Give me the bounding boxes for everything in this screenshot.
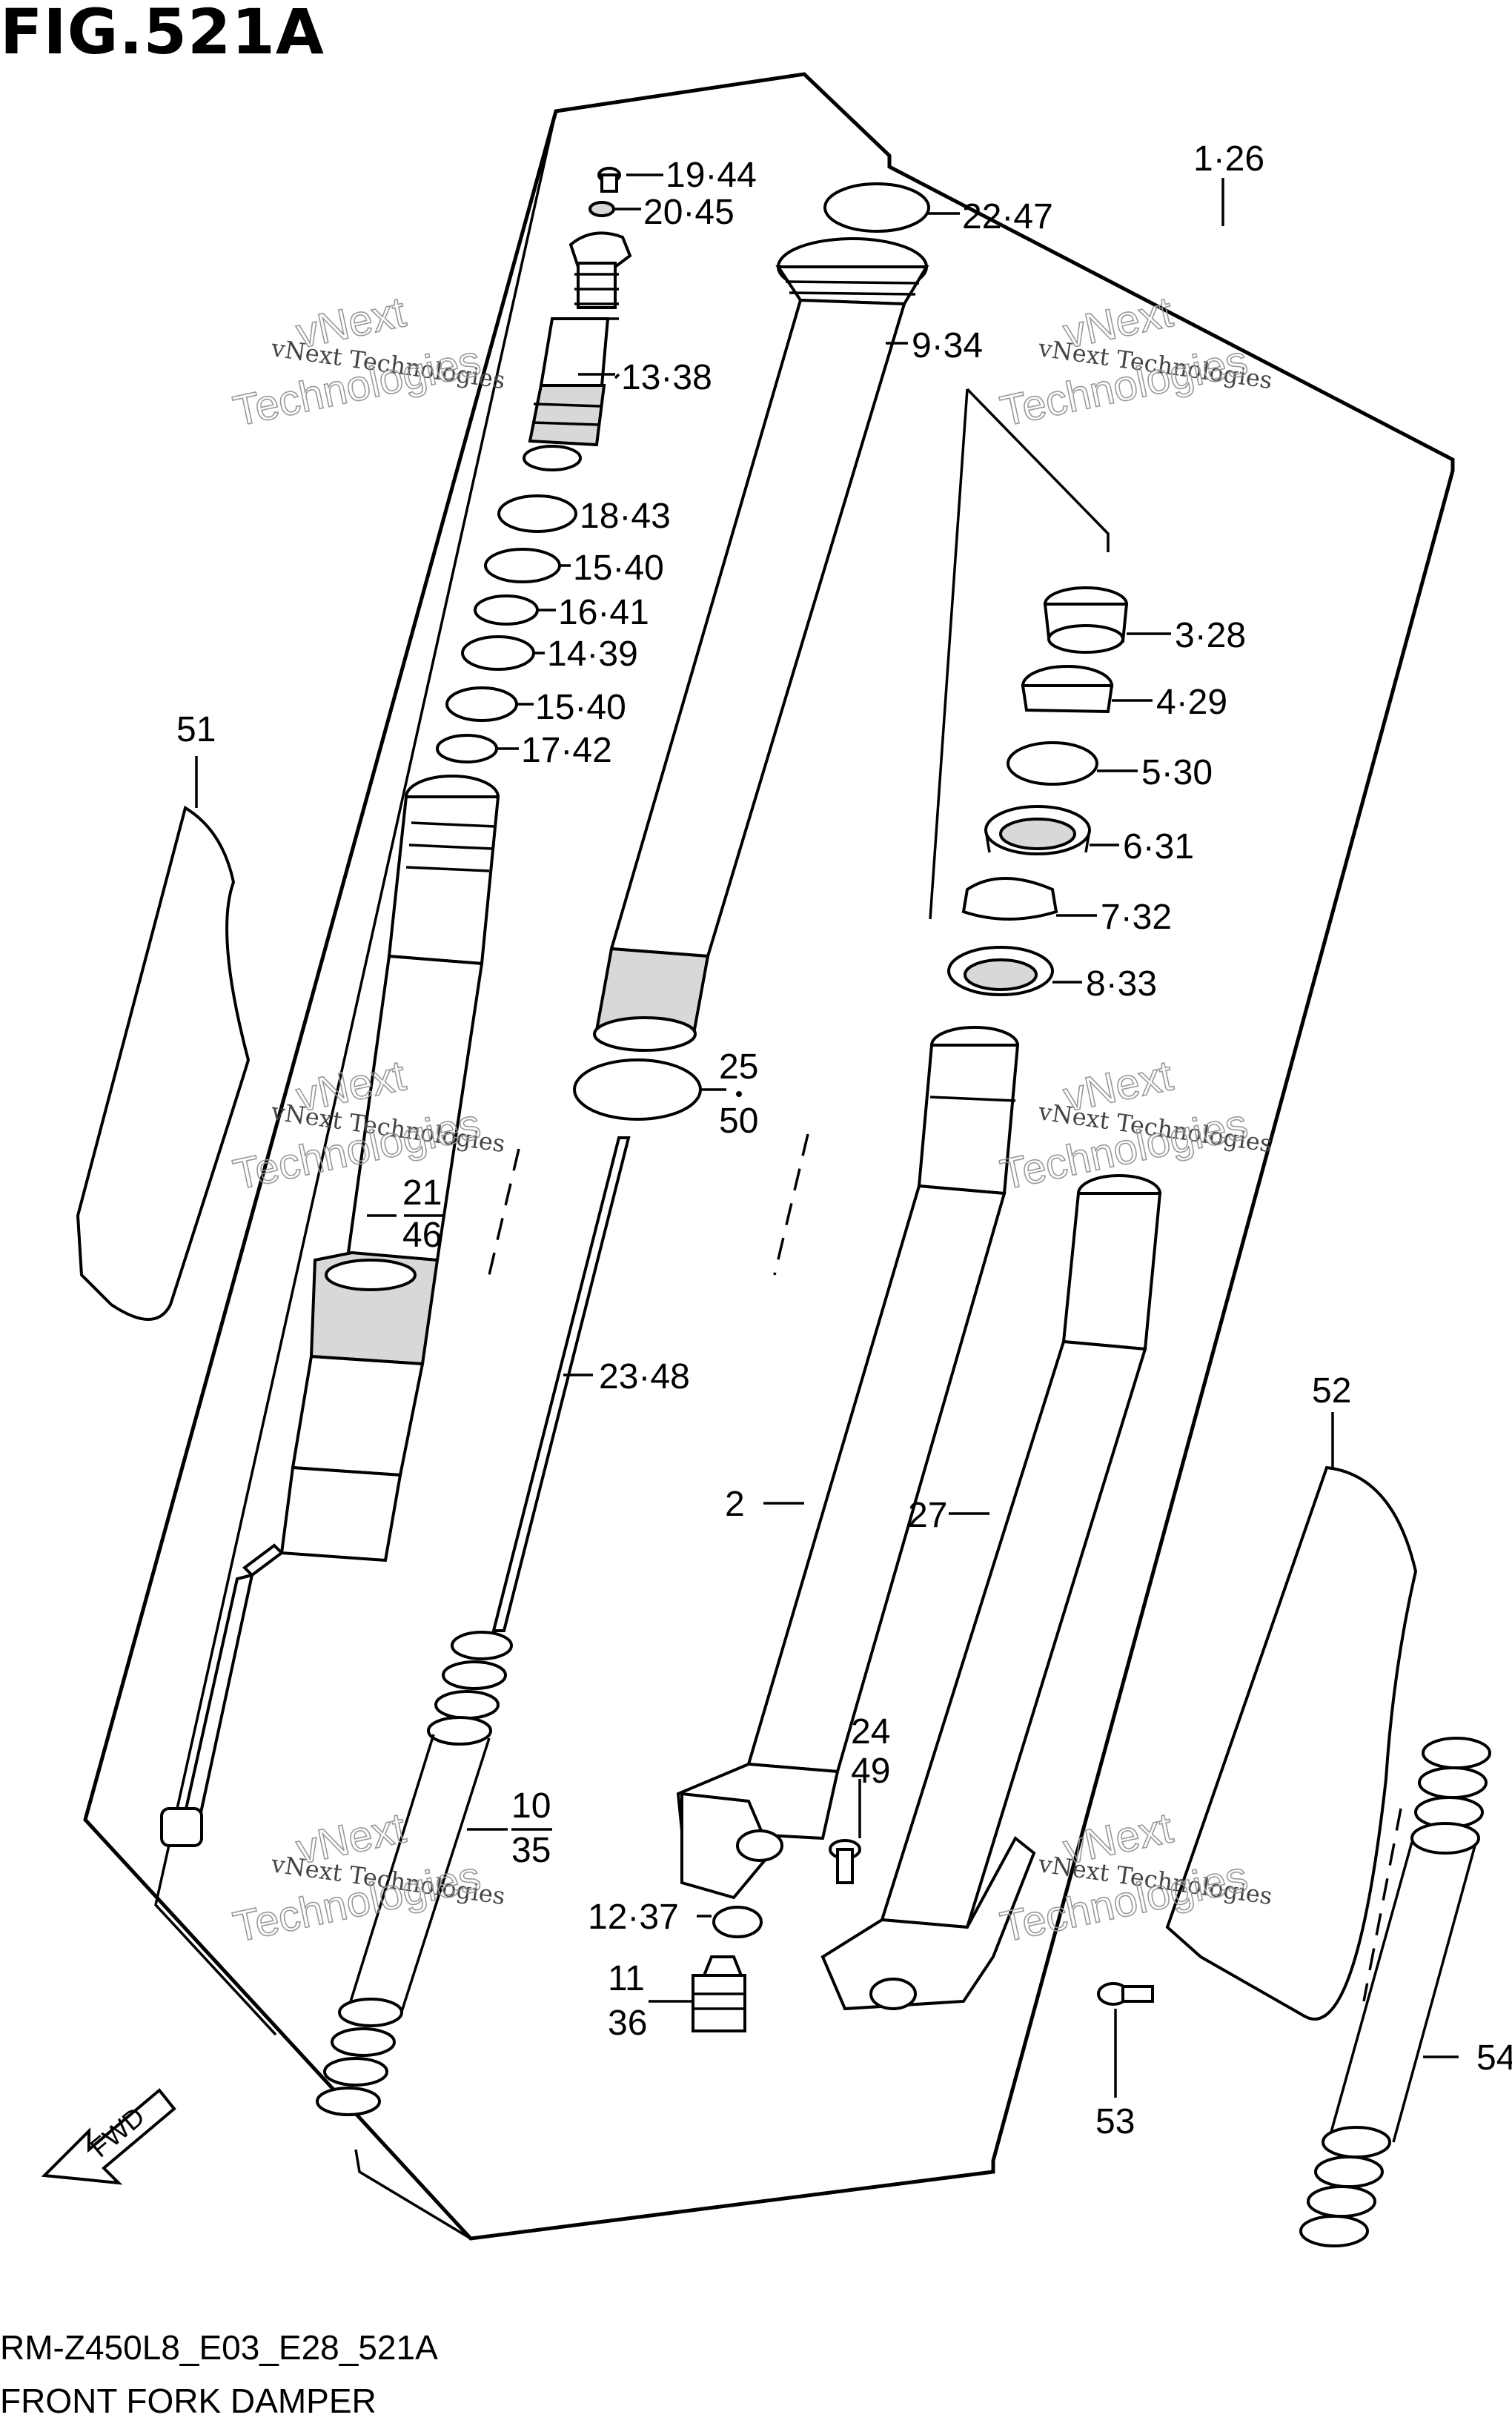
callout-10a: 10 — [511, 1786, 551, 1826]
part-20-washer — [588, 201, 615, 217]
callout-9: 9·34 — [912, 326, 983, 365]
callout-10b: 35 — [511, 1831, 551, 1870]
callout-12: 12·37 — [588, 1898, 679, 1937]
part-52-fork-guard — [1165, 1465, 1418, 2021]
callout-2: 2 — [725, 1485, 745, 1524]
callout-25a: 25 — [719, 1047, 758, 1087]
leader-lines — [195, 173, 1459, 2098]
callout-13: 13·38 — [621, 358, 712, 397]
figure-name: FRONT FORK DAMPER — [0, 2382, 377, 2420]
callout-5: 5·30 — [1141, 753, 1213, 792]
part-9-outer-tube — [593, 237, 929, 1052]
callout-11b: 36 — [608, 2004, 647, 2043]
callout-3: 3·28 — [1175, 616, 1246, 655]
part-7-stopper-ring — [961, 877, 1058, 921]
part-22-o-ring — [823, 182, 930, 233]
cartridge-group-outline — [154, 110, 557, 2036]
centerline-left — [488, 1148, 520, 1276]
svg-text:vNext: vNext — [1059, 1803, 1177, 1873]
part-24-bolt — [829, 1839, 861, 1884]
tube-group-outline — [966, 388, 1110, 552]
callout-8: 8·33 — [1086, 964, 1157, 1004]
part-15-shim-upper — [484, 548, 561, 583]
tube-group-right — [354, 2149, 471, 2240]
part-13-valve-assembly — [523, 231, 632, 471]
svg-text:vNext: vNext — [1059, 288, 1177, 357]
part-17-ring — [436, 734, 498, 763]
svg-text:vNext: vNext — [292, 1803, 410, 1873]
callout-24a: 24 — [851, 1712, 890, 1752]
part-18-ring — [497, 494, 577, 533]
part-19-bolt — [597, 167, 621, 193]
part-21-cartridge-cylinder — [160, 775, 500, 1847]
part-5-washer — [1007, 741, 1098, 786]
watermark-top-left: vNext Technologies vNext Technologies — [228, 288, 507, 437]
callout-23: 23·48 — [599, 1357, 690, 1396]
part-4-bushing — [1021, 665, 1114, 714]
callout-54: 54 — [1476, 2038, 1512, 2078]
callout-52: 52 — [1312, 1371, 1351, 1411]
part-10-spring — [316, 1631, 513, 2116]
part-2-inner-tube — [676, 1026, 1020, 1900]
callout-53: 53 — [1095, 2102, 1135, 2141]
callout-21b: 46 — [402, 1216, 442, 1255]
part-6-oil-seal — [984, 805, 1091, 855]
part-23-rod — [491, 1136, 631, 1632]
callout-4: 4·29 — [1156, 683, 1227, 722]
part-15-shim-lower — [445, 686, 518, 722]
watermark-bottom-left: vNext Technologies vNext Technologies — [228, 1803, 507, 1952]
callout-18: 18·43 — [580, 497, 671, 536]
model-code: RM-Z450L8_E03_E28_521A — [0, 2328, 438, 2367]
callout-6: 6·31 — [1123, 827, 1194, 866]
watermark-top-right: vNext Technologies vNext Technologies — [995, 288, 1274, 437]
callout-1: 1·26 — [1193, 139, 1264, 179]
part-27-inner-tube — [820, 1174, 1162, 2011]
callout-20: 20·45 — [643, 193, 735, 232]
callout-11a: 11 — [608, 1959, 645, 1998]
callout-27: 27 — [908, 1496, 947, 1535]
figure-title: FIG.521A — [0, 0, 325, 68]
part-12-o-ring — [712, 1906, 763, 1938]
callout-21a: 21 — [402, 1173, 442, 1213]
callout-51: 51 — [176, 710, 216, 749]
callout-25b: 50 — [719, 1101, 758, 1141]
tube-group-left — [929, 388, 969, 920]
callout-24b: 49 — [851, 1752, 890, 1791]
part-16-shim — [474, 594, 539, 626]
callout-17: 17·42 — [521, 731, 612, 770]
fwd-arrow: FWD — [41, 2088, 176, 2185]
svg-text:vNext: vNext — [1059, 1051, 1177, 1121]
callout-15b: 15·40 — [535, 688, 626, 727]
part-25-o-ring — [573, 1058, 702, 1121]
part-8-dust-seal — [947, 946, 1054, 996]
svg-text:vNext: vNext — [292, 288, 410, 357]
callout-labels: 19·44 20·45 13·38 18·43 15·40 16·41 14·3… — [176, 139, 1512, 2141]
part-53-bolt — [1097, 1982, 1154, 2006]
part-3-bushing — [1043, 586, 1129, 654]
part-11-base-valve — [692, 1955, 746, 2032]
callout-16: 16·41 — [558, 593, 649, 632]
part-51-fork-guard — [76, 805, 251, 1321]
callout-14: 14·39 — [547, 634, 638, 674]
centerline-right — [1362, 1808, 1402, 2002]
centerline-mid — [773, 1133, 809, 1276]
part-14-shim — [461, 635, 535, 671]
callout-15a: 15·40 — [573, 549, 664, 588]
callout-19: 19·44 — [666, 156, 757, 195]
part-54-spring — [1299, 1737, 1491, 2247]
callout-22: 22·47 — [962, 197, 1053, 236]
callout-7: 7·32 — [1101, 898, 1172, 937]
